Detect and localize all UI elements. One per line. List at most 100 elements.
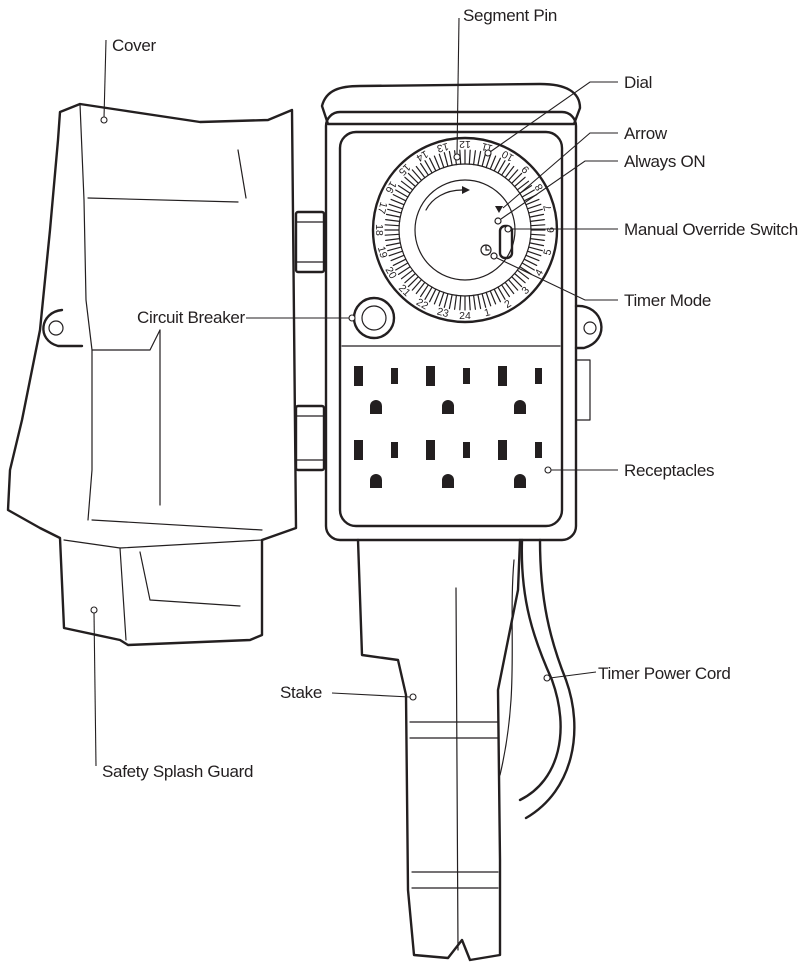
segment-pin[interactable] bbox=[521, 189, 535, 198]
segment-pin[interactable] bbox=[404, 272, 416, 284]
segment-pin[interactable] bbox=[415, 281, 426, 295]
segment-pin[interactable] bbox=[529, 242, 545, 247]
receptacle[interactable] bbox=[498, 366, 542, 414]
segment-pin[interactable] bbox=[473, 294, 476, 310]
segment-pin[interactable] bbox=[477, 150, 482, 166]
segment-pin[interactable] bbox=[516, 180, 530, 191]
segment-pin[interactable] bbox=[528, 208, 543, 214]
segment-pin[interactable] bbox=[530, 224, 546, 227]
segment-pin[interactable] bbox=[521, 262, 535, 271]
segment-pin[interactable] bbox=[523, 258, 538, 266]
segment-pin[interactable] bbox=[468, 295, 471, 311]
segment-pin[interactable] bbox=[501, 284, 510, 298]
segment-pin[interactable] bbox=[384, 233, 400, 236]
segment-pin[interactable] bbox=[501, 162, 510, 176]
segment-pin[interactable] bbox=[525, 198, 540, 206]
segment-pin[interactable] bbox=[424, 160, 433, 174]
segment-pin[interactable] bbox=[400, 269, 414, 280]
receptacle[interactable] bbox=[498, 440, 542, 488]
segment-pin[interactable] bbox=[395, 262, 409, 271]
segment-pin[interactable] bbox=[395, 189, 409, 198]
segment-pin[interactable] bbox=[448, 150, 453, 166]
segment-pin[interactable] bbox=[529, 219, 545, 222]
segment-pin[interactable] bbox=[489, 155, 497, 170]
receptacle[interactable] bbox=[354, 440, 398, 488]
segment-pin[interactable] bbox=[513, 176, 526, 188]
segment-pin[interactable] bbox=[493, 288, 501, 303]
segment-pin[interactable] bbox=[420, 162, 429, 176]
segment-pin[interactable] bbox=[513, 272, 526, 284]
dial-number: 12 bbox=[459, 138, 471, 150]
segment-pin[interactable] bbox=[473, 150, 476, 166]
segment-pin[interactable] bbox=[390, 198, 405, 206]
segment-pin[interactable] bbox=[397, 266, 411, 275]
labels: Segment Pin Cover Dial Arrow Always ON M… bbox=[102, 6, 798, 781]
segment-pin[interactable] bbox=[387, 246, 402, 252]
segment-pin[interactable] bbox=[387, 208, 402, 214]
segment-pin[interactable] bbox=[385, 213, 401, 218]
manual-override-switch[interactable] bbox=[498, 224, 514, 260]
segment-pin[interactable] bbox=[526, 203, 542, 210]
segment-pin[interactable] bbox=[477, 294, 482, 310]
segment-pin[interactable] bbox=[529, 213, 545, 218]
segment-pin[interactable] bbox=[388, 250, 404, 257]
segment-pin[interactable] bbox=[507, 169, 519, 181]
segment-pin[interactable] bbox=[526, 250, 542, 257]
segment-pin[interactable] bbox=[415, 165, 426, 179]
segment-pin[interactable] bbox=[385, 238, 401, 241]
segment-pin[interactable] bbox=[433, 290, 441, 305]
segment-pin[interactable] bbox=[385, 219, 401, 222]
segment-pin[interactable] bbox=[511, 276, 523, 288]
segment-pin[interactable] bbox=[424, 286, 433, 300]
segment-pin[interactable] bbox=[400, 180, 414, 191]
segment-pin[interactable] bbox=[516, 269, 530, 280]
segment-pin[interactable] bbox=[392, 194, 407, 202]
segment-pin[interactable] bbox=[429, 157, 437, 172]
segment-pin[interactable] bbox=[420, 284, 429, 298]
segment-pin[interactable] bbox=[411, 279, 423, 291]
segment-pin[interactable] bbox=[504, 165, 515, 179]
segment-pin[interactable] bbox=[438, 291, 445, 307]
segment-pin[interactable] bbox=[385, 242, 401, 247]
segment-pin[interactable] bbox=[493, 157, 501, 172]
segment-pin[interactable] bbox=[504, 281, 515, 295]
segment-pin[interactable] bbox=[485, 153, 492, 169]
segment-pin[interactable] bbox=[511, 172, 523, 184]
segment-pin[interactable] bbox=[392, 258, 407, 266]
segment-pin[interactable] bbox=[468, 149, 471, 165]
segment-pin[interactable] bbox=[407, 276, 419, 288]
segment-pin[interactable] bbox=[407, 172, 419, 184]
segment-pin[interactable] bbox=[481, 293, 487, 308]
segment-pin[interactable] bbox=[390, 254, 405, 262]
segment-pin[interactable] bbox=[433, 155, 441, 170]
segment-pin[interactable] bbox=[443, 293, 449, 308]
dial-number: 8 bbox=[533, 181, 546, 192]
segment-pin[interactable] bbox=[443, 152, 449, 167]
segment-pin[interactable] bbox=[411, 169, 423, 181]
segment-pin[interactable] bbox=[397, 185, 411, 194]
segment-pin[interactable] bbox=[404, 176, 416, 188]
segment-pin[interactable] bbox=[497, 286, 506, 300]
segment-pin[interactable] bbox=[429, 288, 437, 303]
segment-pin[interactable] bbox=[485, 291, 492, 307]
segment-pin[interactable] bbox=[448, 294, 453, 310]
segment-pin[interactable] bbox=[388, 203, 404, 210]
receptacle[interactable] bbox=[426, 440, 470, 488]
segment-pin[interactable] bbox=[507, 279, 519, 291]
segment-pin[interactable] bbox=[459, 295, 462, 311]
receptacle[interactable] bbox=[354, 366, 398, 414]
stake-drawing bbox=[356, 538, 522, 962]
circuit-breaker[interactable] bbox=[352, 296, 396, 340]
label-safety-splash-guard: Safety Splash Guard bbox=[102, 762, 253, 781]
segment-pin[interactable] bbox=[438, 153, 445, 169]
label-arrow: Arrow bbox=[624, 124, 668, 143]
receptacle[interactable] bbox=[426, 366, 470, 414]
segment-pin[interactable] bbox=[489, 290, 497, 305]
segment-pin[interactable] bbox=[384, 224, 400, 227]
segment-pin[interactable] bbox=[454, 294, 457, 310]
segment-pin[interactable] bbox=[529, 238, 545, 241]
segment-pin[interactable] bbox=[525, 254, 540, 262]
segment-pin[interactable] bbox=[530, 233, 546, 236]
segment-pin[interactable] bbox=[528, 246, 543, 252]
segment-pin[interactable] bbox=[497, 160, 506, 174]
